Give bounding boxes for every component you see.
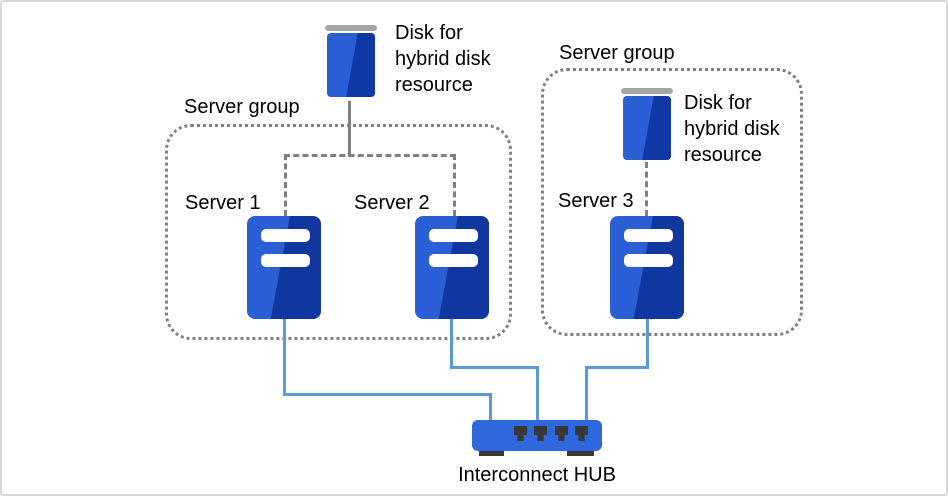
- group-left-title: Server group: [184, 96, 300, 118]
- dashed-link-server1: [284, 154, 287, 216]
- hub-port-icon: [575, 426, 588, 441]
- cable-server3-across: [585, 366, 649, 369]
- cable-server2-down: [450, 319, 453, 369]
- hub-port-icon: [514, 426, 527, 441]
- server3-label: Server 3: [558, 190, 634, 212]
- server2-icon: [415, 216, 489, 319]
- disk-top-label: Disk for hybrid disk resource: [395, 22, 491, 96]
- server-group-right-box: [541, 68, 803, 336]
- disk-stem-line: [348, 101, 351, 157]
- server2-label: Server 2: [354, 192, 430, 214]
- server-group-left-box: [165, 124, 512, 340]
- server3-icon: [610, 216, 684, 319]
- hub-foot: [567, 448, 594, 456]
- disk-cap: [621, 88, 673, 94]
- cable-server3-down: [646, 319, 649, 369]
- server1-label: Server 1: [185, 192, 261, 214]
- cable-server2-across: [450, 366, 539, 369]
- hub-icon: [472, 420, 602, 456]
- dashed-link-server2: [453, 154, 456, 216]
- disk-right-label: Disk for hybrid disk resource: [684, 92, 780, 166]
- dashed-link-server3: [645, 162, 648, 216]
- hub-label: Interconnect HUB: [458, 464, 616, 486]
- server1-icon: [247, 216, 321, 319]
- cable-server1-tohub: [489, 393, 492, 421]
- group-right-title: Server group: [559, 42, 675, 64]
- hub-port-icon: [534, 426, 547, 441]
- cable-server2-tohub: [536, 366, 539, 421]
- cable-server1-down: [283, 319, 286, 396]
- cable-server3-tohub: [585, 366, 588, 421]
- cable-server1-across: [283, 393, 492, 396]
- hub-foot: [479, 448, 504, 456]
- disk-cap: [325, 25, 377, 31]
- hub-port-icon: [555, 426, 568, 441]
- dashed-link-horizontal: [284, 154, 456, 157]
